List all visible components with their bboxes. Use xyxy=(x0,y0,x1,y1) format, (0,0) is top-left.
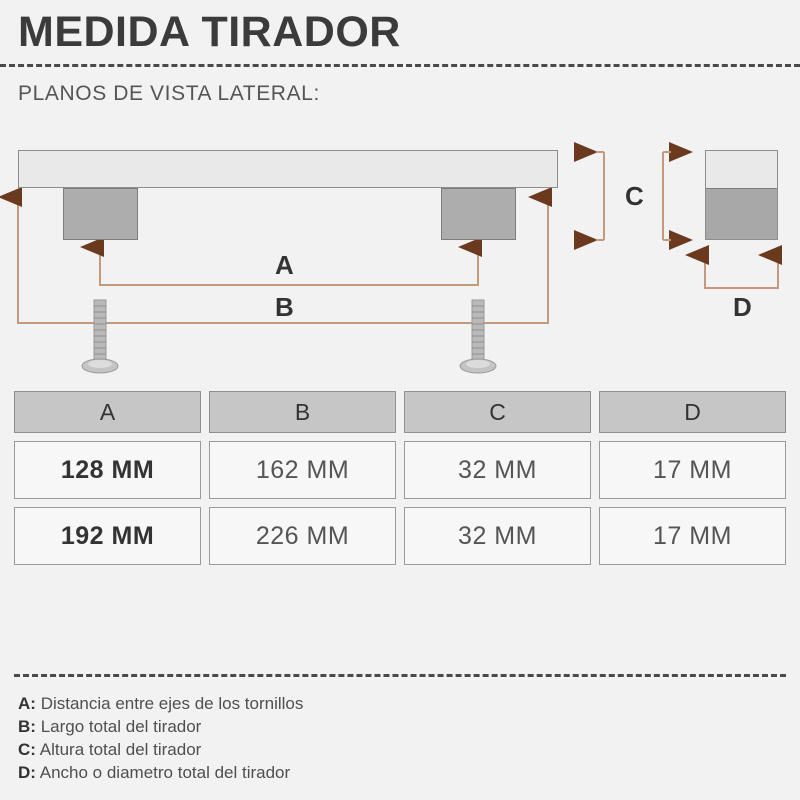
divider-bottom xyxy=(14,674,786,677)
dimension-label-c: C xyxy=(625,181,644,211)
table-header-b: B xyxy=(209,391,396,433)
table-cell-c-2: 32 MM xyxy=(404,507,591,565)
divider-top xyxy=(0,64,800,67)
legend-item-d: D: Ancho o diametro total del tirador xyxy=(18,761,518,784)
table-cell-a-1: 128 MM xyxy=(14,441,201,499)
legend-text-c: Altura total del tirador xyxy=(39,740,202,759)
legend-item-a: A: Distancia entre ejes de los tornillos xyxy=(18,692,518,715)
dimension-a-line xyxy=(99,256,479,286)
handle-front-view xyxy=(705,150,778,240)
table-cell-a-2: 192 MM xyxy=(14,507,201,565)
dimension-label-d: D xyxy=(733,292,752,322)
table-column-a: A 128 MM 192 MM xyxy=(14,391,201,565)
dimension-b-line xyxy=(17,206,549,324)
dimension-d-line xyxy=(704,268,779,289)
page-subtitle: PLANOS DE VISTA LATERAL: xyxy=(18,82,320,105)
handle-bar-profile xyxy=(18,150,558,188)
handle-leg-right xyxy=(441,188,516,240)
measurements-table: A 128 MM 192 MM B 162 MM 226 MM C 32 MM … xyxy=(14,391,786,565)
screw-right xyxy=(459,299,497,374)
table-header-c: C xyxy=(404,391,591,433)
handle-front-view-lower xyxy=(706,188,777,239)
legend-text-a: Distancia entre ejes de los tornillos xyxy=(40,694,304,713)
dimension-c-right-ticks xyxy=(663,151,671,241)
legend-item-b: B: Largo total del tirador xyxy=(18,715,518,738)
handle-leg-left xyxy=(63,188,138,240)
legend-item-c: C: Altura total del tirador xyxy=(18,738,518,761)
dimension-label-a: A xyxy=(275,250,294,280)
legend-key-a: A: xyxy=(18,694,36,713)
table-header-a: A xyxy=(14,391,201,433)
table-cell-d-2: 17 MM xyxy=(599,507,786,565)
dimension-label-b: B xyxy=(275,292,294,322)
table-cell-b-2: 226 MM xyxy=(209,507,396,565)
table-column-c: C 32 MM 32 MM xyxy=(404,391,591,565)
screw-left xyxy=(81,299,119,374)
table-cell-b-1: 162 MM xyxy=(209,441,396,499)
dimension-c-ticks xyxy=(596,151,604,241)
legend-key-c: C: xyxy=(18,740,36,759)
page-title: MEDIDA TIRADOR xyxy=(18,8,401,56)
legend-key-b: B: xyxy=(18,717,36,736)
table-cell-c-1: 32 MM xyxy=(404,441,591,499)
table-column-d: D 17 MM 17 MM xyxy=(599,391,786,565)
table-header-d: D xyxy=(599,391,786,433)
legend-key-d: D: xyxy=(18,763,36,782)
legend: A: Distancia entre ejes de los tornillos… xyxy=(18,692,518,784)
legend-text-d: Ancho o diametro total del tirador xyxy=(39,763,291,782)
table-column-b: B 162 MM 226 MM xyxy=(209,391,396,565)
table-cell-d-1: 17 MM xyxy=(599,441,786,499)
legend-text-b: Largo total del tirador xyxy=(40,717,202,736)
